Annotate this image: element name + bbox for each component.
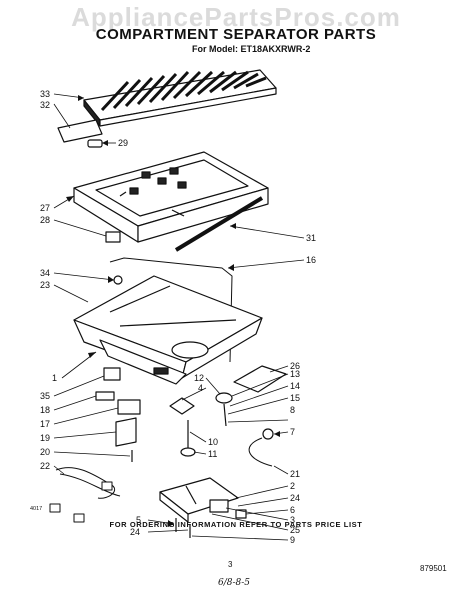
label-card-part [57, 119, 103, 143]
terminal-block-part [209, 499, 229, 513]
watermark: AppliancePartsPros.com [71, 2, 401, 32]
callout-24b: 24 [130, 527, 140, 537]
block-part [105, 231, 121, 243]
damper-bracket-part [115, 417, 137, 447]
callout-4: 4 [198, 383, 203, 393]
damper-knob-part [103, 367, 121, 381]
callout-21: 21 [290, 469, 300, 479]
leader-arrowheads [66, 95, 280, 527]
callout-31: 31 [306, 233, 316, 243]
callout-14: 14 [290, 381, 300, 391]
screw-part [113, 275, 123, 285]
callout-18: 18 [40, 405, 50, 415]
callout-19: 19 [40, 433, 50, 443]
callout-32: 32 [40, 100, 50, 110]
separator-frame-part [73, 151, 269, 243]
callout-29: 29 [118, 138, 128, 148]
callout-35: 35 [40, 391, 50, 401]
mount-grommet-part [215, 392, 233, 404]
callout-10: 10 [208, 437, 218, 447]
callout-8: 8 [290, 405, 295, 415]
corner-code: 4017 [30, 506, 43, 512]
sensor-bulb-part [262, 428, 274, 440]
page-number: 3 [228, 560, 233, 569]
callout-3: 3 [290, 515, 295, 525]
drawing-number: 879501 [420, 564, 447, 573]
control-disc-part [180, 447, 196, 457]
gasket-strip-part [174, 196, 264, 252]
callout-1: 1 [52, 373, 57, 383]
damper-housing-part [117, 399, 141, 415]
callout-13: 13 [290, 369, 300, 379]
base-plate-part [159, 477, 239, 523]
callout-27: 27 [40, 203, 50, 213]
sensor-lead-part [248, 437, 273, 467]
callout-24a: 24 [290, 493, 300, 503]
wiring-harness-part [49, 467, 121, 523]
callout-12: 12 [194, 373, 204, 383]
control-mount-part [169, 397, 195, 415]
callout-16: 16 [306, 255, 316, 265]
model-subtitle: For Model: ET18AKXRWR-2 [192, 44, 311, 54]
callout-17: 17 [40, 419, 50, 429]
callout-5: 5 [136, 515, 141, 525]
mullion-trough-part [73, 275, 263, 385]
callout-25: 25 [290, 525, 300, 535]
ordering-note: FOR ORDERING INFORMATION REFER TO PARTS … [109, 520, 363, 529]
damper-bezel-part [95, 391, 115, 401]
clip-part [87, 139, 103, 148]
handwritten-mark: 6/8-8-5 [218, 578, 251, 588]
callout-9: 9 [290, 535, 295, 545]
grille-panel-part [83, 69, 277, 127]
callout-20: 20 [40, 447, 50, 457]
callout-22: 22 [40, 461, 50, 471]
callout-6: 6 [290, 505, 295, 515]
leader-lines [53, 93, 305, 541]
insulation-block-part [233, 365, 287, 393]
callout-11: 11 [208, 449, 217, 459]
callout-23: 23 [40, 280, 50, 290]
callout-15: 15 [290, 393, 300, 403]
callout-26: 26 [290, 361, 300, 371]
callout-28: 28 [40, 215, 50, 225]
callout-33: 33 [40, 89, 50, 99]
diagram-title: COMPARTMENT SEPARATOR PARTS [95, 26, 377, 43]
callout-7: 7 [290, 427, 295, 437]
wire-loop-part [109, 257, 233, 363]
callout-2: 2 [290, 481, 295, 491]
callout-34: 34 [40, 268, 50, 278]
